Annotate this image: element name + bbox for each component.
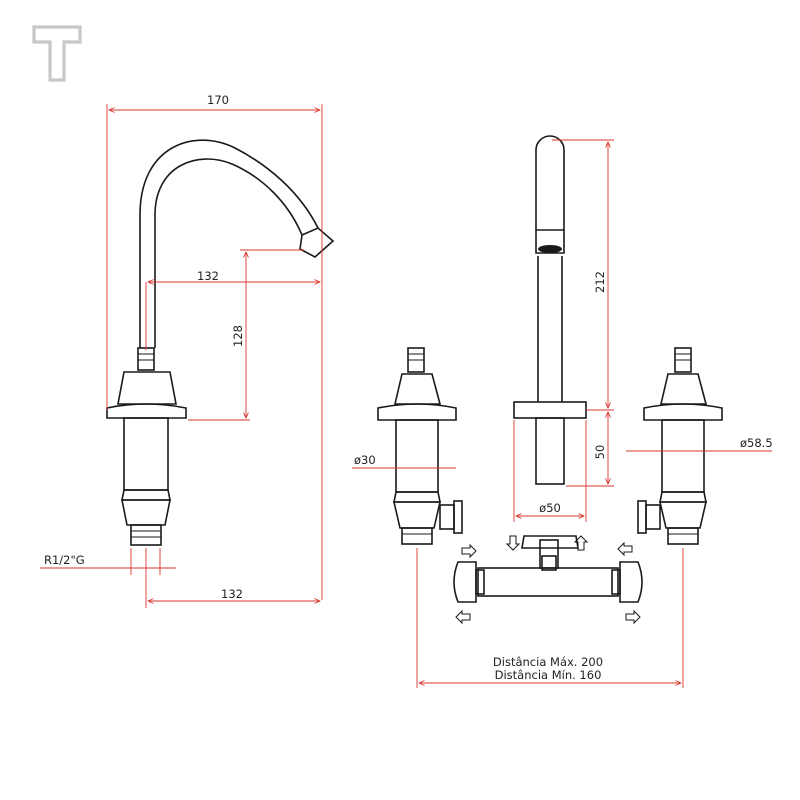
front-view-dimensions (352, 139, 772, 688)
spout-dimensions (40, 104, 323, 608)
left-valve-front-view (377, 347, 463, 545)
brand-logo-icon (32, 25, 82, 82)
dim-side-base-height: 50 (593, 445, 607, 460)
dim-handle-body-diameter: ø30 (354, 453, 376, 467)
right-valve-front-view (637, 347, 723, 545)
dim-spout-reach-lower: 132 (221, 587, 243, 601)
dim-spout-reach-upper: 132 (197, 269, 219, 283)
mixing-body (453, 535, 643, 625)
dim-distance-max: Distância Máx. 200 (493, 655, 603, 669)
dim-spout-height: 128 (231, 325, 245, 347)
dim-handle-flange-diameter: ø58.5 (740, 436, 773, 450)
center-spout-front-view (513, 135, 587, 485)
dim-thread-size: R1/2"G (44, 553, 85, 567)
dim-side-height: 212 (593, 271, 607, 293)
dimension-labels: 170 132 128 R1/2"G 132 212 50 ø30 ø50 ø5… (44, 93, 773, 682)
dim-spout-width: 170 (207, 93, 229, 107)
spout-side-view (106, 139, 335, 546)
dim-distance-min: Distância Mín. 160 (495, 668, 602, 682)
dim-spout-base-diameter: ø50 (539, 501, 561, 515)
